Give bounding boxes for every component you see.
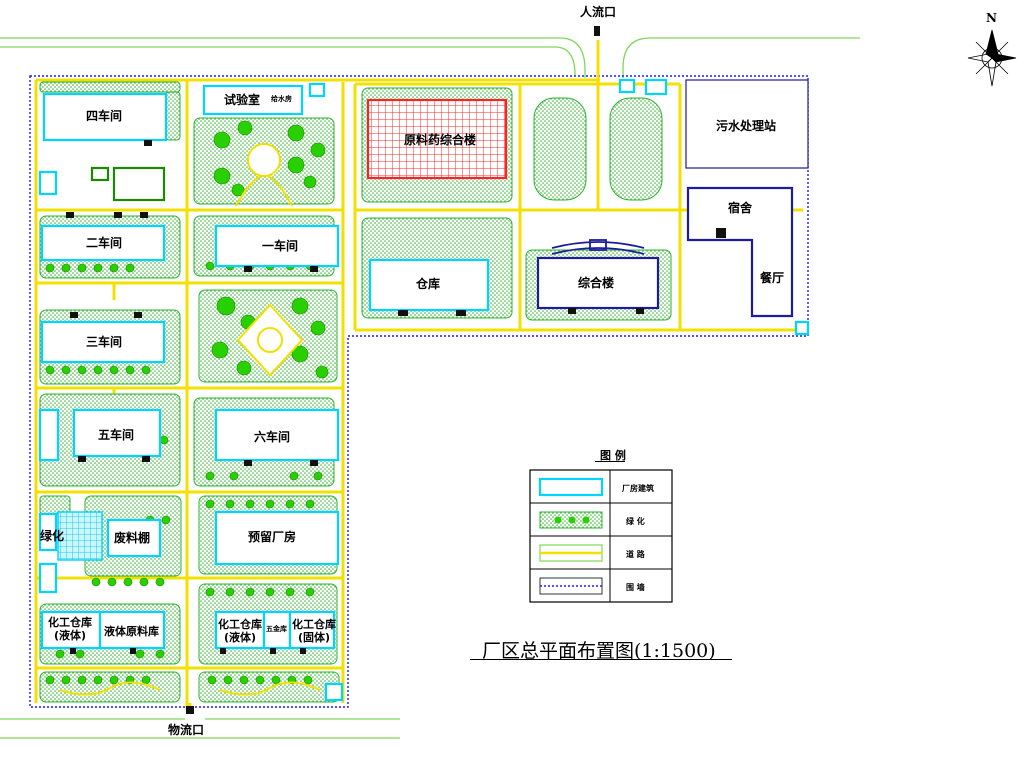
garden-paths bbox=[59, 143, 321, 696]
plan-title: 厂区总平面布置图(1:1500) bbox=[482, 640, 716, 662]
plan-title-underline bbox=[470, 659, 732, 660]
waste-shed-area bbox=[57, 511, 103, 561]
chem-store-liquid-label: 化工仓库 (液体) bbox=[48, 616, 92, 643]
liquid-raw-store-label: 液体原料库 bbox=[104, 625, 159, 638]
warehouse-label: 仓库 bbox=[416, 277, 441, 291]
chem-store-solid-label: 化工仓库 (固体) bbox=[292, 618, 336, 645]
workshop6-label: 六车间 bbox=[254, 430, 291, 444]
legend-box bbox=[529, 469, 673, 603]
workshop5-label: 五车间 bbox=[98, 428, 135, 442]
reserved-plant-label: 预留厂房 bbox=[248, 530, 297, 544]
chem-store-liquid-2-label: 化工仓库 (液体) bbox=[218, 618, 262, 645]
workshop1-label: 一车间 bbox=[262, 239, 299, 253]
pump-house-label: 给水房 bbox=[271, 95, 292, 103]
legend-label-building: 厂房建筑 bbox=[622, 484, 654, 493]
goods-entrance-label: 物流口 bbox=[168, 723, 205, 737]
buildings-cyan bbox=[38, 78, 810, 702]
legend-title-underline bbox=[595, 461, 625, 462]
street-lines bbox=[0, 37, 860, 739]
people-entrance-label: 人流口 bbox=[580, 5, 617, 19]
workshop3-label: 三车间 bbox=[86, 335, 123, 349]
raw-material-building-shape bbox=[366, 98, 508, 180]
boundary-wall bbox=[29, 75, 809, 708]
dormitory-label: 宿舍 bbox=[728, 201, 753, 215]
five-store-label: 五金库 bbox=[266, 625, 287, 633]
raw-material-building-label: 原料药综合楼 bbox=[404, 133, 477, 147]
compass-north-label: N bbox=[986, 11, 997, 25]
compass-rose bbox=[967, 29, 1017, 87]
door-blocks bbox=[66, 26, 726, 714]
legend-label-road: 道 路 bbox=[626, 550, 645, 559]
waste-shed-label: 废料棚 bbox=[114, 531, 151, 545]
workshop2-label: 二车间 bbox=[86, 236, 123, 250]
legend-label-wall: 围 墙 bbox=[626, 583, 645, 592]
complex-building-canopy bbox=[551, 239, 645, 255]
legend-label-green: 绿 化 bbox=[626, 517, 645, 526]
complex-building-label: 综合楼 bbox=[578, 276, 615, 290]
legend-title: 图 例 bbox=[600, 449, 626, 462]
canteen-label: 餐厅 bbox=[760, 271, 785, 285]
sewage-station-label: 污水处理站 bbox=[716, 119, 777, 133]
left-side-label: 绿化 bbox=[40, 529, 65, 543]
lab-label: 试验室 bbox=[224, 93, 261, 107]
workshop4-label: 四车间 bbox=[86, 109, 123, 123]
buildings-navy bbox=[536, 79, 809, 318]
